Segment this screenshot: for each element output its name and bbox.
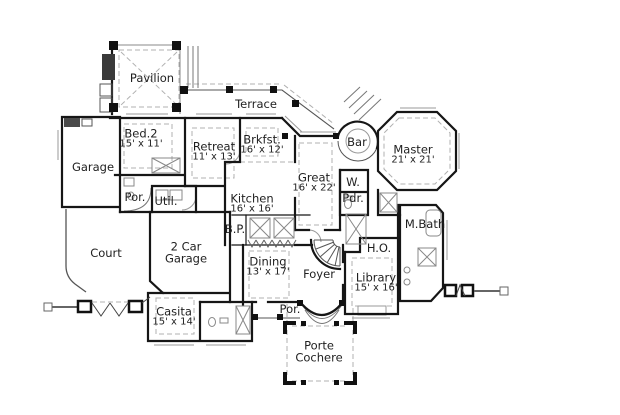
roof-ceiling-dashed-lines	[92, 49, 451, 382]
plumbing-fixtures	[123, 177, 442, 327]
column-posts	[109, 41, 345, 385]
closet-x-marks	[151, 157, 437, 335]
steps-and-site-lines	[65, 44, 382, 324]
walls	[60, 44, 458, 343]
gallery-arch-marks	[247, 239, 297, 249]
right-fence-gate	[443, 283, 509, 298]
fireplace-and-dark-details	[64, 54, 115, 127]
left-fence-gate	[43, 296, 151, 317]
porte-cochere-pillars	[283, 321, 357, 385]
spiral-staircase	[313, 239, 341, 267]
